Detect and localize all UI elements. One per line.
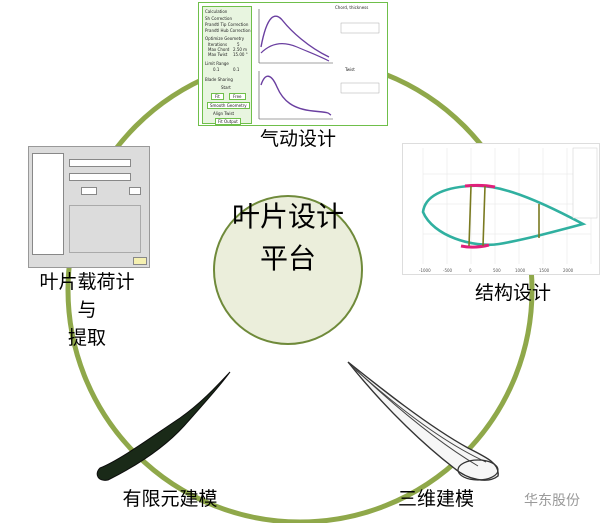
aero-menu-5: Iterations [208,42,228,47]
chord-curve [260,15,330,58]
load-calc-label-line2: 与 [77,299,97,321]
aero-menu-3[interactable]: Prandtl Hub Correction [205,28,251,33]
load-ok-button[interactable] [133,257,147,265]
load-calc-label-line3: 提取 [67,327,106,349]
model3d-label: 三维建模 [397,488,474,510]
fem-label: 有限元建模 [122,488,218,510]
aero-menu-1[interactable]: Sh Correction [205,16,233,21]
aero-menu-2[interactable]: Prandtl Tip Correction [205,22,249,27]
aero-menu-4[interactable]: Optimize Geometry [205,36,245,41]
aero-menu-8[interactable]: Limit Range [205,61,229,66]
center-title-line2: 平台 [259,242,316,275]
aero-fit-output-button[interactable]: Fit Output [215,118,241,125]
model3d-blade [347,361,499,481]
x-tick-2: 0 [469,268,472,273]
structure-design-screenshot: -1000 -500 0 500 1000 1500 2000 [402,143,600,275]
web-rear [482,185,486,247]
load-field-1[interactable] [69,159,131,167]
airfoil-skin [421,184,587,247]
aero-start-button[interactable]: Start [221,85,231,90]
load-calc-label-line1: 叶片载荷计 [39,271,135,293]
center-title-line1: 叶片设计 [231,200,344,233]
model3d-spar-2 [355,369,487,463]
aero-smooth-button[interactable]: Smooth Geometry [207,102,250,109]
aero-sidebar: Calculation Sh Correction Prandtl Tip Co… [202,6,252,125]
aero-fit-button[interactable]: Fit [211,93,224,100]
spar-cap-top [464,183,496,189]
fem-blade-shape [96,371,231,481]
grid [422,148,592,264]
aero-chart-top-title: Chord, thickness [335,5,369,10]
aero-free-button[interactable]: Free [229,93,246,100]
watermark-text: 华东股份 [524,493,580,509]
fem-blade-model [96,371,231,481]
x-tick-1: -500 [443,268,453,273]
center-title: 叶片设计 平台 [216,196,360,280]
load-field-4[interactable] [129,187,141,195]
x-tick-3: 500 [493,268,501,273]
aero-charts [258,9,380,120]
x-tick-4: 1000 [515,268,526,273]
aero-value-3: 0.1 [213,67,220,72]
aero-value-4: 0.1 [233,67,240,72]
aero-menu-7: Max Twist [208,52,228,57]
thickness-curve [260,43,330,62]
x-tick-0: -1000 [419,268,431,273]
load-calc-screenshot [28,146,150,268]
model3d-root [457,459,499,481]
load-field-2[interactable] [69,173,131,181]
structure-chart: -1000 -500 0 500 1000 1500 2000 [419,147,598,273]
load-calc-label: 叶片载荷计 与 提取 [12,268,162,352]
aero-align-button[interactable]: Align Twist [213,111,235,116]
model3d-outline [347,361,499,481]
center-circle [213,195,363,345]
aero-value-0: 5 [237,42,240,47]
aero-value-2: 15.00 ° [233,52,248,57]
aero-chart-bottom-title: Twist [345,67,355,72]
aero-menu-9[interactable]: Blade Sharing [205,77,233,82]
twist-curve [260,75,332,116]
aero-design-label: 气动设计 [259,128,336,150]
load-options [69,205,141,253]
spar-cap-bottom [460,243,490,249]
structure-design-label: 结构设计 [474,282,551,304]
x-tick-6: 2000 [563,268,574,273]
x-tick-5: 1500 [539,268,550,273]
web-front [468,185,472,247]
load-field-3[interactable] [81,187,97,195]
aero-menu-6: Max Chord [208,47,230,52]
load-list [32,153,64,255]
legend-box [572,147,598,219]
aero-menu-0: Calculation [205,9,228,14]
aero-value-1: 2.50 m [233,47,248,52]
aero-design-screenshot: Calculation Sh Correction Prandtl Tip Co… [198,2,388,126]
